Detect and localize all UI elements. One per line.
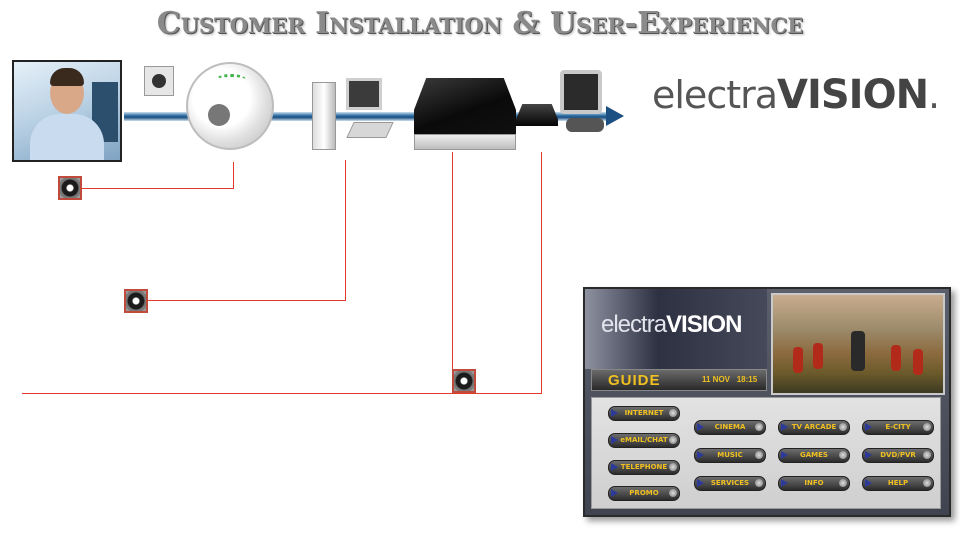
wall-outlet-icon	[144, 66, 174, 96]
menu-button-services[interactable]: SERVICES	[694, 476, 766, 491]
connector-line	[345, 160, 346, 301]
menu-button-telephone[interactable]: TELEPHONE	[608, 460, 680, 475]
television-icon	[560, 70, 602, 114]
set-top-box-base	[414, 134, 516, 150]
set-top-box	[414, 78, 516, 136]
menu-button-internet[interactable]: INTERNET	[608, 406, 680, 421]
menu-button-info[interactable]: INFO	[778, 476, 850, 491]
menu-button-music[interactable]: MUSIC	[694, 448, 766, 463]
connector-line	[148, 300, 346, 301]
connector-line	[541, 152, 542, 394]
menu-button-promo[interactable]: PROMO	[608, 486, 680, 501]
modem-device	[186, 62, 274, 150]
connector-line	[233, 162, 234, 189]
guide-header: electraVISION	[585, 289, 767, 369]
socket-icon	[124, 289, 148, 313]
guide-logo: electraVISION	[601, 311, 742, 338]
guide-title: GUIDE	[608, 372, 661, 389]
menu-button-tv-arcade[interactable]: TV ARCADE	[778, 420, 850, 435]
small-set-top-box	[516, 104, 558, 126]
data-stream-line	[124, 112, 608, 121]
connector-line	[22, 393, 542, 394]
television-stand	[566, 118, 604, 132]
menu-button-email-chat[interactable]: eMAIL/CHAT	[608, 433, 680, 448]
connector-line	[452, 152, 453, 382]
keyboard-icon	[346, 122, 394, 138]
video-preview[interactable]	[771, 293, 945, 395]
brand-logo: electraVISION.	[652, 72, 940, 118]
page-title: Customer Installation & User-Experience	[156, 6, 804, 41]
guide-title-bar: GUIDE 11 NOV 18:15	[591, 369, 767, 391]
pc-monitor-icon	[346, 78, 382, 110]
guide-menu: INTERNET eMAIL/CHAT TELEPHONE PROMO CINE…	[591, 397, 941, 509]
menu-button-dvd-pvr[interactable]: DVD/PVR	[862, 448, 934, 463]
socket-icon	[452, 369, 476, 393]
menu-button-help[interactable]: HELP	[862, 476, 934, 491]
pc-tower-icon	[312, 82, 336, 150]
stream-arrow-icon	[606, 106, 624, 126]
menu-button-cinema[interactable]: CINEMA	[694, 420, 766, 435]
guide-panel: electraVISION GUIDE 11 NOV 18:15 INTERNE…	[583, 287, 951, 517]
menu-button-games[interactable]: GAMES	[778, 448, 850, 463]
customer-photo	[12, 60, 122, 162]
guide-datetime: 11 NOV 18:15	[702, 375, 758, 384]
connector-line	[82, 188, 234, 189]
socket-icon	[58, 176, 82, 200]
menu-button-e-city[interactable]: E-CITY	[862, 420, 934, 435]
